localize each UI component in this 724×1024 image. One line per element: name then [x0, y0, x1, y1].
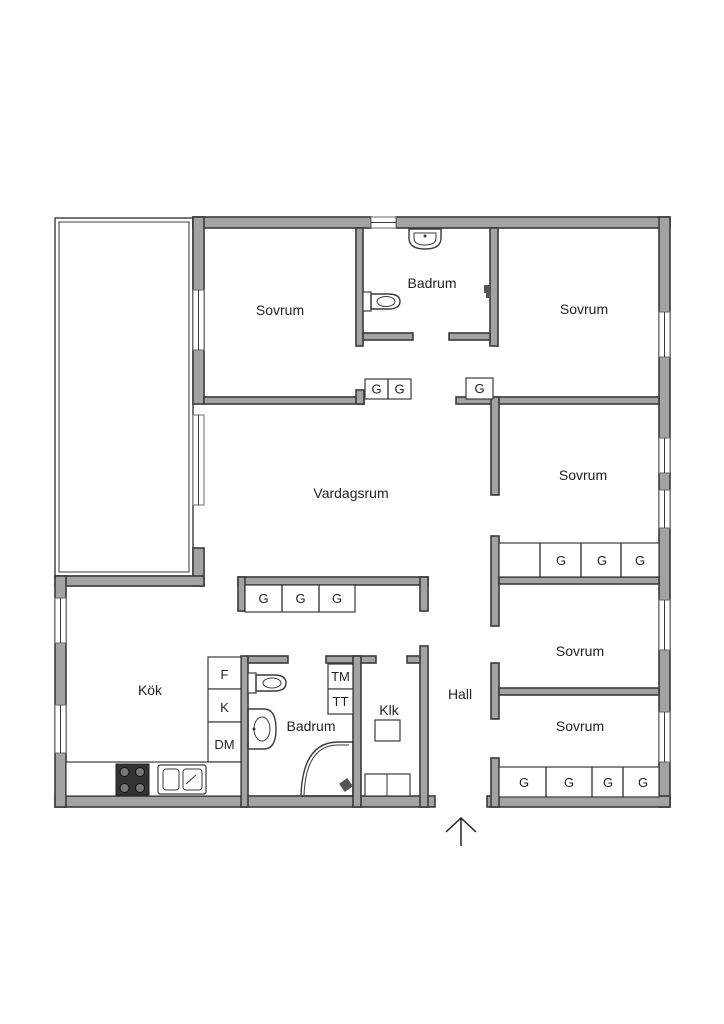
wardrobe-label: G	[519, 775, 529, 790]
entrance-arrow-icon	[445, 816, 477, 846]
room-label-badrum: Badrum	[407, 275, 456, 291]
toilet-icon	[362, 291, 401, 312]
wardrobe-label: G	[295, 591, 305, 606]
laundry-units: TM TT	[327, 663, 411, 797]
windows	[54, 216, 671, 763]
wardrobe-label: G	[556, 553, 566, 568]
toilet-icon	[247, 672, 287, 694]
sink-icon	[157, 764, 207, 795]
wardrobe-label: G	[474, 381, 484, 396]
room-label-sovrum: Sovrum	[556, 643, 604, 659]
dryer-label: TT	[333, 694, 349, 709]
interior-walls	[203, 227, 660, 808]
room-label-klk: Klk	[379, 702, 399, 718]
bottom-bathroom-fixtures	[247, 672, 354, 797]
wardrobe-label: G	[332, 591, 342, 606]
top-bathroom-fixtures	[362, 228, 491, 312]
wardrobe-label: G	[258, 591, 268, 606]
balcony	[54, 217, 194, 577]
kitchen-units: F K DM	[65, 656, 242, 797]
room-label-kok: Kök	[138, 682, 163, 698]
wardrobe-label: G	[597, 553, 607, 568]
room-label-sovrum: Sovrum	[556, 718, 604, 734]
wardrobes: G G G G G G G G G G G G G	[244, 377, 660, 798]
room-label-hall: Hall	[448, 686, 472, 702]
wardrobe-label: G	[394, 382, 404, 397]
fridge-label: F	[221, 667, 229, 682]
wardrobe-label: G	[603, 775, 613, 790]
room-label-sovrum: Sovrum	[560, 301, 608, 317]
faucet-icon	[484, 285, 491, 298]
washer-label: TM	[331, 669, 350, 684]
room-label-sovrum: Sovrum	[559, 467, 607, 483]
wardrobe-label: G	[564, 775, 574, 790]
laundry-sink	[374, 719, 401, 742]
room-labels: Sovrum Badrum Sovrum Sovrum Vardagsrum K…	[138, 275, 608, 734]
washbasin-icon	[408, 228, 442, 250]
dishwasher-label: DM	[214, 737, 234, 752]
stove-icon	[115, 763, 150, 796]
room-label-sovrum: Sovrum	[256, 302, 304, 318]
wardrobe-label: G	[371, 382, 381, 397]
washbasin-icon	[247, 708, 277, 750]
room-label-badrum: Badrum	[286, 718, 335, 734]
wardrobe-label: G	[635, 553, 645, 568]
freezer-label: K	[220, 700, 229, 715]
shower-icon	[300, 741, 354, 797]
room-label-vardagsrum: Vardagsrum	[313, 485, 388, 501]
wardrobe-label: G	[638, 775, 648, 790]
